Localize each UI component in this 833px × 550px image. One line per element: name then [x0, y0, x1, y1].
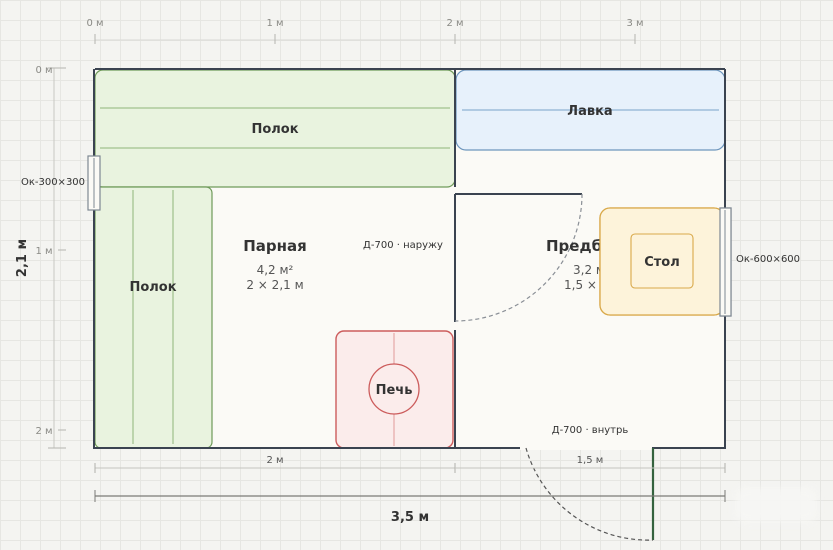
bench[interactable]: Лавка — [455, 69, 726, 151]
steam-room-labels: Парная 4,2 м² 2 × 2,1 м — [243, 237, 307, 292]
window-right[interactable]: Ок-600×600 — [719, 207, 800, 317]
dimension-total: 3,5 м — [94, 490, 726, 525]
blurred-corner — [736, 488, 816, 522]
ruler-top-3: 3 м — [626, 18, 643, 29]
steam-room-name: Парная — [243, 237, 307, 255]
ruler-left-2: 2 м — [35, 426, 52, 437]
ruler-left: 0 м 1 м 2 м 2,1 м — [15, 65, 66, 449]
stove-label: Печь — [376, 383, 413, 398]
table-overlay: Стол — [599, 207, 732, 317]
ruler-left-1: 1 м — [35, 246, 52, 257]
dimension-ante-label: 1,5 м — [577, 455, 604, 466]
window-right-label: Ок-600×600 — [736, 254, 800, 265]
shelf-top[interactable]: Полок — [94, 69, 456, 188]
dimension-ante: 1,5 м — [455, 455, 726, 473]
shelf-side-label: Полок — [129, 280, 176, 295]
shelf-side[interactable]: Полок — [94, 186, 213, 449]
window-left[interactable]: Ок-300×300 — [21, 155, 101, 211]
stove[interactable]: Печь — [335, 330, 454, 449]
anteroom-dims: 1,5 × 2 — [564, 278, 608, 292]
window-left-label: Ок-300×300 — [21, 177, 85, 188]
dimension-total-label: 3,5 м — [391, 510, 429, 525]
anteroom-labels: Предба 3,2 м 1,5 × 2 — [546, 237, 612, 292]
shelf-top-label: Полок — [251, 122, 298, 137]
ruler-top: 0 м 1 м 2 м 3 м — [86, 18, 644, 44]
steam-room-area: 4,2 м² — [257, 263, 294, 277]
dimension-steam: 2 м — [94, 455, 456, 473]
table-label-overlay: Стол — [644, 255, 680, 270]
ruler-left-0: 0 м — [35, 65, 52, 76]
ruler-top-1: 1 м — [266, 18, 283, 29]
ruler-top-0: 0 м — [86, 18, 103, 29]
anteroom-area: 3,2 м — [573, 263, 605, 277]
outer-door-label: Д-700 · внутрь — [552, 425, 629, 436]
height-label: 2,1 м — [15, 239, 30, 277]
inner-door[interactable]: Д-700 · наружу — [363, 193, 583, 322]
dimension-steam-label: 2 м — [266, 455, 283, 466]
ruler-top-2: 2 м — [446, 18, 463, 29]
anteroom-name: Предба — [546, 237, 612, 255]
inner-door-label: Д-700 · наружу — [363, 240, 443, 251]
bench-label: Лавка — [567, 104, 612, 119]
steam-room-dims: 2 × 2,1 м — [246, 278, 303, 292]
